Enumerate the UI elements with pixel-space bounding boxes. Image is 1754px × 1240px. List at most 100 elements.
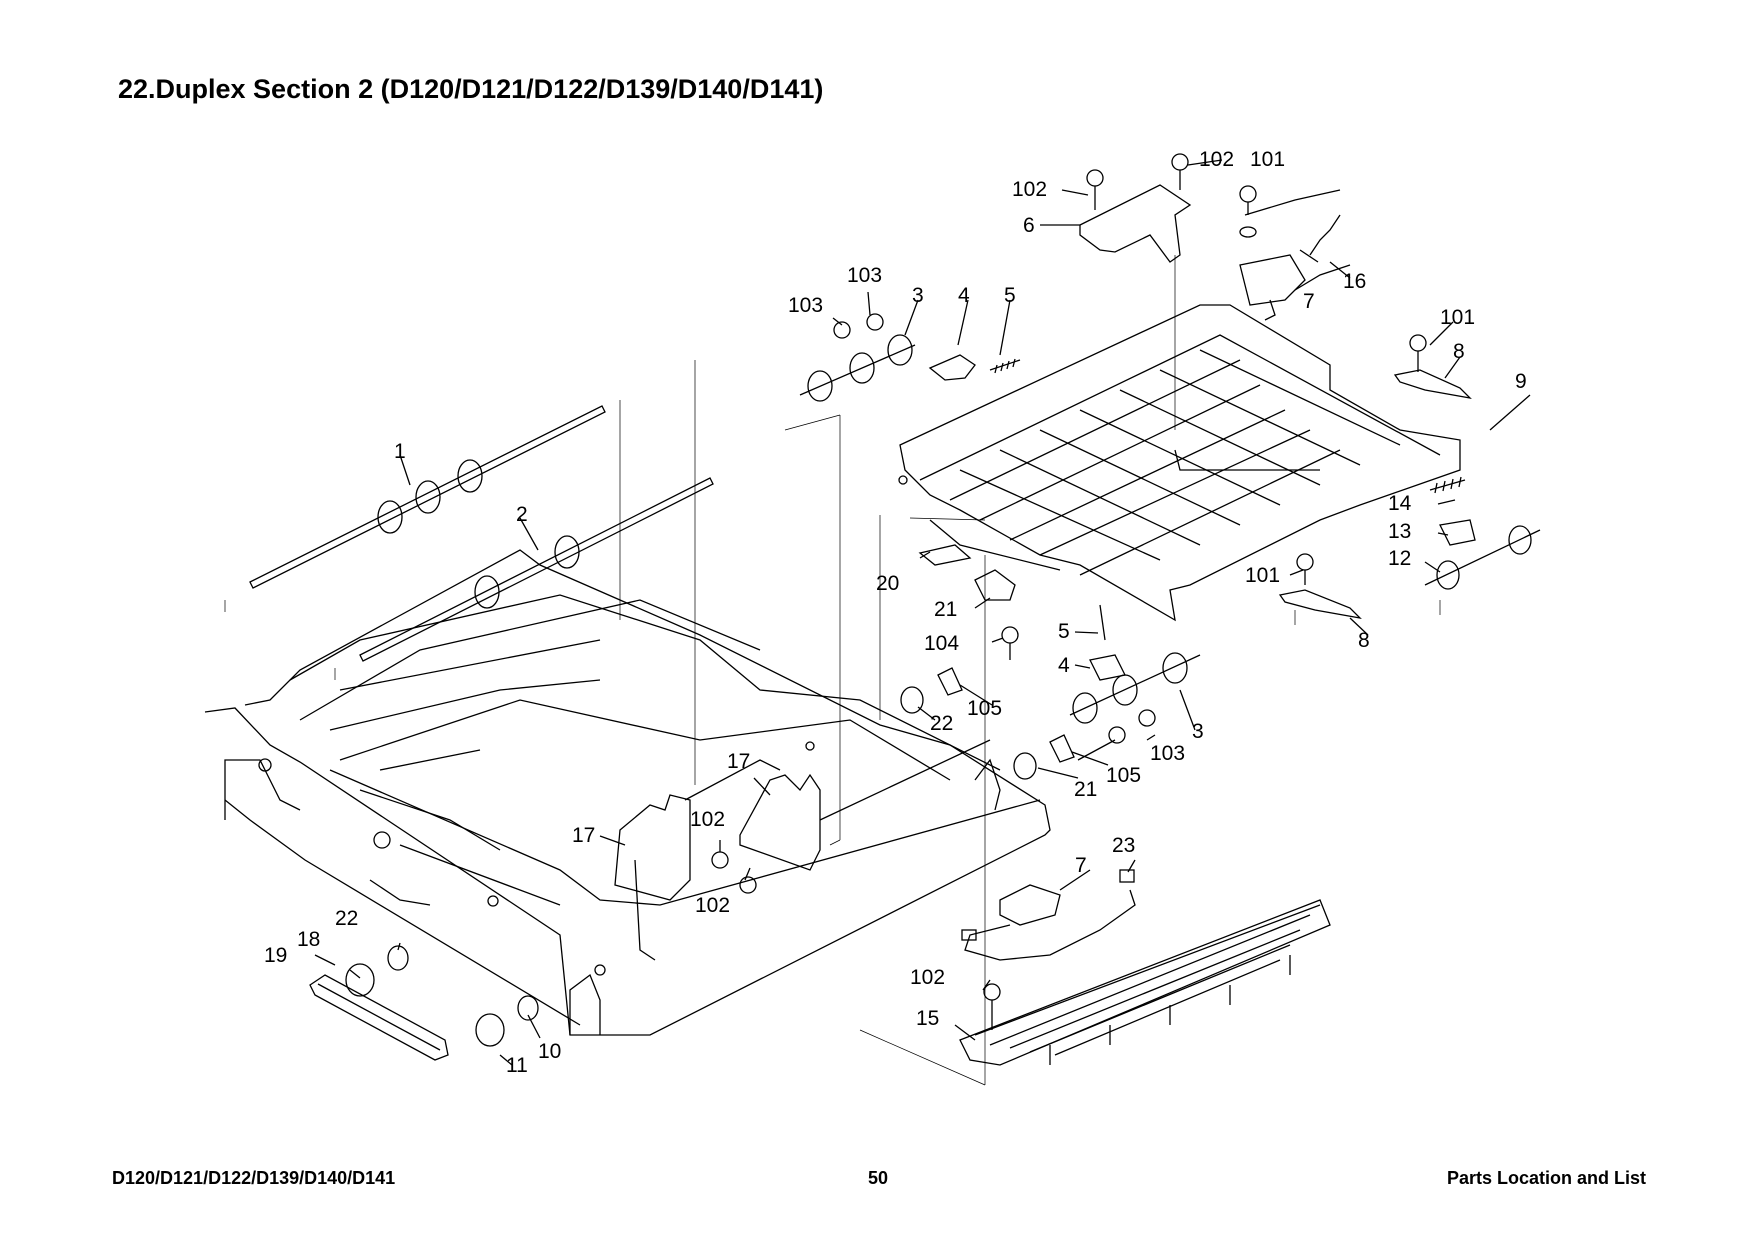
- callout-102-a: 102: [1012, 178, 1047, 201]
- spring-5-lower: [1099, 604, 1106, 641]
- guide-plate: [899, 304, 1461, 622]
- callout-21-center: 21: [1074, 778, 1097, 801]
- callout-4-upper: 4: [958, 284, 970, 307]
- callout-105-upper: 105: [967, 697, 1002, 720]
- callout-7-top: 7: [1303, 290, 1315, 313]
- callout-103-b: 103: [788, 294, 823, 317]
- page-title: 22.Duplex Section 2 (D120/D121/D122/D139…: [118, 74, 824, 104]
- e-ring-103a: [833, 321, 851, 339]
- roller-3b-lower: [1112, 674, 1138, 706]
- footer-models: D120/D121/D122/D139/D140/D141: [112, 1168, 396, 1188]
- screw-102-a: [1086, 169, 1104, 187]
- callout-13: 15: [916, 1007, 939, 1030]
- callout-21-lower: 10: [538, 1040, 561, 1063]
- callout-1: 1: [394, 440, 406, 463]
- callout-14: 16: [1343, 270, 1366, 293]
- callout-22-center: 22: [930, 712, 953, 735]
- callout-19: 20: [876, 572, 899, 595]
- callout-2: 2: [516, 503, 528, 526]
- screw-101-a: [1239, 185, 1257, 203]
- callout-103-a: 103: [847, 264, 882, 287]
- callout-6: 6: [1023, 214, 1035, 237]
- bushing-21-center: [1013, 752, 1037, 780]
- callout-10: 12: [1388, 547, 1411, 570]
- holder-20: [974, 569, 1016, 601]
- roller-2a: [474, 575, 500, 609]
- roller-2b: [554, 535, 580, 569]
- roller-3c-lower: [1162, 652, 1188, 684]
- callout-17-lower: 11: [506, 1054, 528, 1077]
- bracket-6: [1079, 184, 1192, 263]
- roller-10a: [1436, 560, 1460, 590]
- e-ring-103d: [1138, 709, 1156, 727]
- screw-102-c: [711, 851, 729, 869]
- shaft-3-upper: [799, 344, 916, 396]
- sensor-label-19: [918, 544, 972, 566]
- callout-15: 17: [727, 750, 750, 773]
- callout-20: 21: [934, 598, 957, 621]
- roller-1a: [377, 500, 403, 534]
- spring-plate-8-lower: [1278, 589, 1362, 620]
- pulley-17-upper: [345, 963, 375, 997]
- callout-3-lower: 3: [1192, 720, 1204, 743]
- screw-101-b: [1409, 334, 1427, 352]
- bushing-22-center: [900, 686, 924, 714]
- e-ring-103c: [1108, 726, 1126, 744]
- callout-12: 14: [1388, 492, 1412, 515]
- duplex-frame: [204, 549, 1051, 1036]
- pulley-17-lower: [475, 1013, 505, 1047]
- holder-4-upper: [928, 354, 976, 381]
- callout-22-lower: 22: [335, 907, 358, 930]
- roller-3c-upper: [887, 334, 913, 366]
- callout-11: 13: [1388, 520, 1411, 543]
- callout-101-b: 101: [1440, 306, 1475, 329]
- callout-16: 17: [572, 824, 595, 847]
- collar-105-lower: [1049, 734, 1075, 763]
- callout-101-a: 101: [1250, 148, 1285, 171]
- screw-102-b: [1171, 153, 1189, 171]
- roller-3a-lower: [1072, 692, 1098, 724]
- callout-102-d: 102: [695, 894, 730, 917]
- callout-17-upper: 18: [297, 928, 320, 951]
- connector-7-lower: [999, 884, 1061, 926]
- callout-8-upper: 8: [1453, 340, 1465, 363]
- footer-page-number: 50: [868, 1168, 889, 1188]
- screw-101-c: [1296, 553, 1314, 571]
- spring-5-upper: [989, 359, 1021, 371]
- cover-13: [959, 899, 1331, 1066]
- screw-102-d: [739, 876, 757, 894]
- callout-9: 9: [1515, 370, 1527, 393]
- callout-105-lower: 105: [1106, 764, 1141, 787]
- callout-5-upper: 5: [1004, 284, 1016, 307]
- callout-104: 104: [924, 632, 959, 655]
- screw-104: [1001, 626, 1019, 644]
- roller-1c: [457, 459, 483, 493]
- harness-23: [964, 889, 1136, 961]
- footer-section: Parts Location and List: [1446, 1168, 1646, 1188]
- holder-11: [1439, 519, 1476, 546]
- shaft-2: [359, 477, 714, 662]
- callout-23: 23: [1112, 834, 1135, 857]
- roller-1b: [415, 480, 441, 514]
- connector-23: [1119, 869, 1135, 883]
- roller-10b: [1508, 525, 1532, 555]
- timing-belt-18: [309, 974, 449, 1061]
- roller-3a-upper: [807, 370, 833, 402]
- callout-103-c: 103: [1150, 742, 1185, 765]
- callout-5-lower: 5: [1058, 620, 1070, 643]
- shaft-3-lower: [1069, 654, 1201, 716]
- callout-102-c: 102: [690, 808, 725, 831]
- guide-15: [739, 773, 821, 871]
- e-ring-103b: [866, 313, 884, 331]
- screw-102-e: [983, 983, 1001, 1001]
- shaft-1: [249, 405, 606, 589]
- callout-8-lower: 8: [1358, 629, 1370, 652]
- callout-101-c: 101: [1245, 564, 1280, 587]
- callout-7-lower: 7: [1075, 854, 1087, 877]
- roller-3b-upper: [849, 352, 875, 384]
- bushing-22-lower: [387, 945, 409, 971]
- callout-4-lower: 4: [1058, 654, 1070, 677]
- callout-18: 19: [264, 944, 287, 967]
- callout-3-upper: 3: [912, 284, 924, 307]
